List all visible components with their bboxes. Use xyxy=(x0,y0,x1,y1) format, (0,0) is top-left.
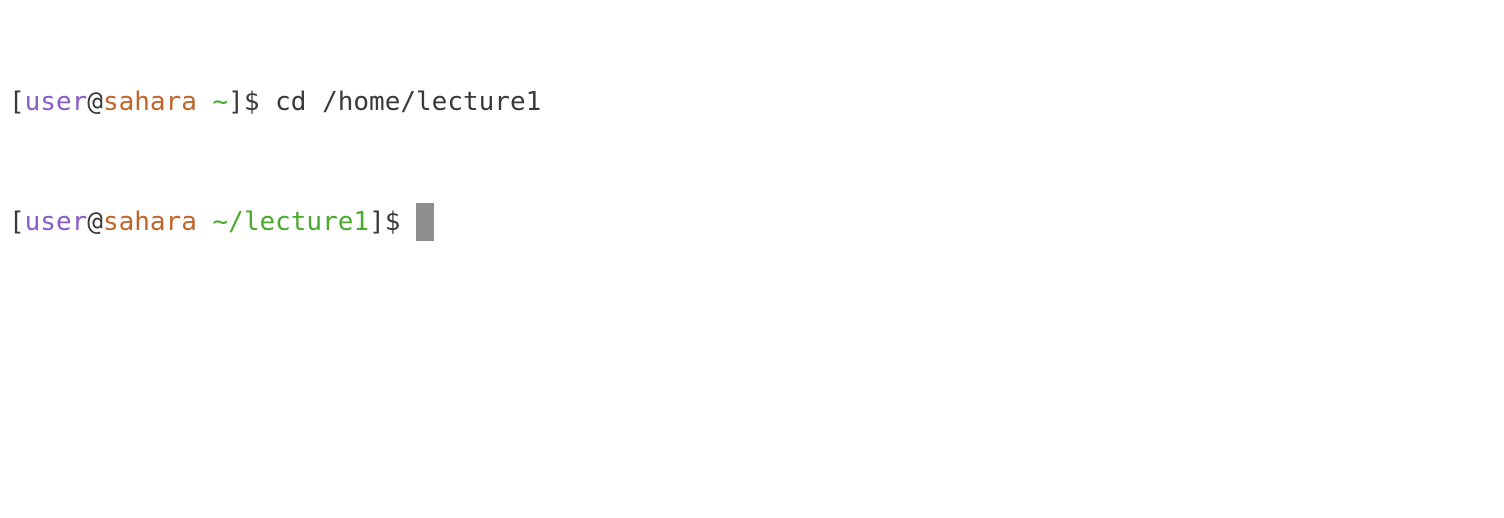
command-text: cd /home/lecture1 xyxy=(275,87,542,117)
prompt-at: @ xyxy=(87,207,103,237)
prompt-open-bracket: [ xyxy=(9,207,25,237)
prompt-at: @ xyxy=(87,87,103,117)
terminal-line-2: [user@sahara ~/lecture1]$ xyxy=(9,202,1504,242)
prompt-space xyxy=(197,82,213,122)
terminal-line-1: [user@sahara ~]$ cd /home/lecture1 xyxy=(9,82,1504,122)
text-cursor xyxy=(416,203,435,241)
prompt-close: ]$ xyxy=(228,87,276,117)
prompt-space xyxy=(197,202,213,242)
prompt-directory: ~ xyxy=(212,87,229,117)
prompt-user: user xyxy=(24,207,88,237)
prompt-directory: ~/lecture1 xyxy=(212,207,370,237)
prompt-user: user xyxy=(24,87,88,117)
prompt-close: ]$ xyxy=(369,207,401,237)
prompt-host: sahara xyxy=(102,87,197,117)
prompt-host: sahara xyxy=(102,207,197,237)
prompt-open-bracket: [ xyxy=(9,87,25,117)
